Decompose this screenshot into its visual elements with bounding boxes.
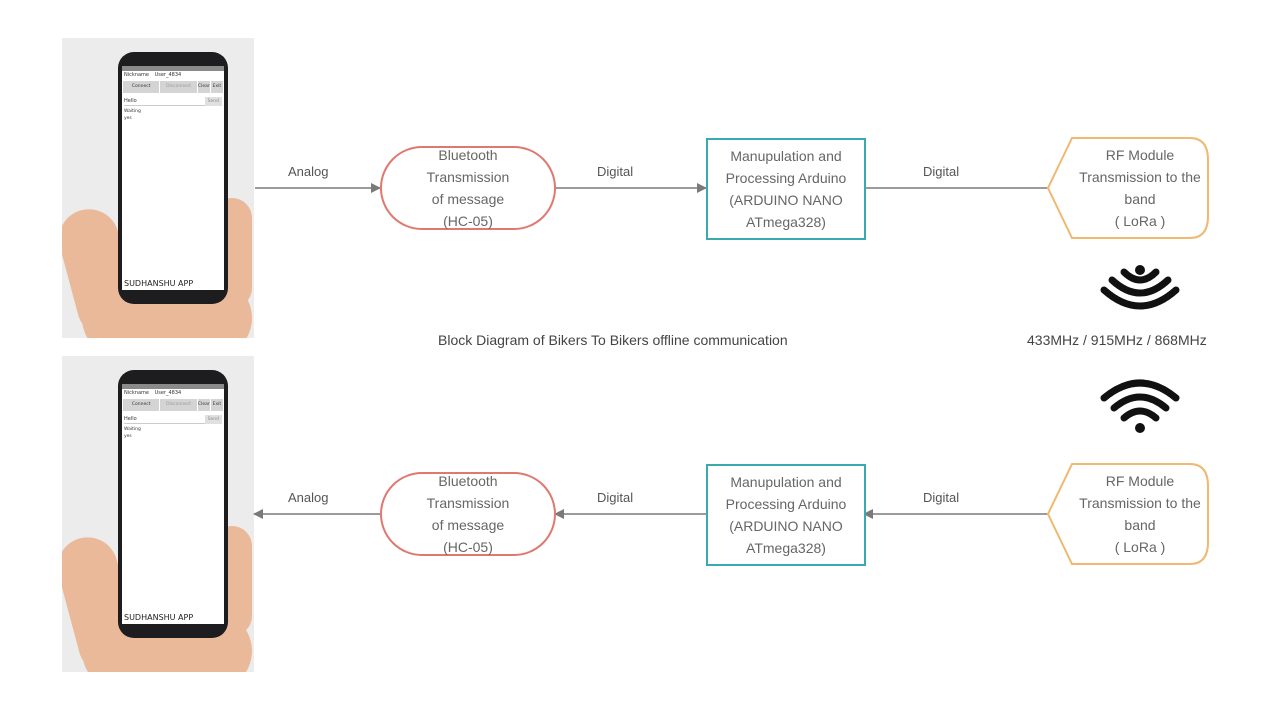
edge-label-digital-top-2: Digital [923,164,960,179]
arduino-node-top: Manupulation and Processing Arduino (ARD… [706,138,866,240]
nickname-row: Nickname User_4834 [122,71,224,79]
clear-button[interactable]: Clear [197,399,210,411]
bluetooth-node-label: Bluetooth Transmission of message (HC-05… [426,473,510,555]
signal-waves-icon [1100,265,1180,310]
button-row: Connect Disconnect Clear Exit [122,397,224,413]
status-bar [122,66,224,71]
edge-label-digital-bottom-1: Digital [597,490,634,505]
log-line: Waiting [124,427,141,432]
rf-module-node-top: RF Module Transmission to the band ( LoR… [1068,142,1212,234]
log-line: Waiting [124,109,141,114]
message-input[interactable]: Hello [124,416,205,424]
rf-module-shape-top [1046,137,1209,239]
app-name: SUDHANSHU APP [124,613,194,622]
rf-module-node-label: RF Module Transmission to the band ( LoR… [1079,473,1201,555]
arduino-node-bottom: Manupulation and Processing Arduino (ARD… [706,464,866,566]
diagram-title: Block Diagram of Bikers To Bikers offlin… [438,332,788,348]
exit-button[interactable]: Exit [210,399,223,411]
phone-photo-bottom: Nickname User_4834 Connect Disconnect Cl… [62,356,254,672]
nickname-label: Nickname [124,72,149,78]
edge-label-analog-bottom: Analog [288,490,329,505]
phone-screen: Nickname User_4834 Connect Disconnect Cl… [122,66,224,290]
clear-button[interactable]: Clear [197,81,210,93]
smartphone: Nickname User_4834 Connect Disconnect Cl… [118,370,228,638]
phone-photo-top: Nickname User_4834 Connect Disconnect Cl… [62,38,254,338]
bluetooth-node-label: Bluetooth Transmission of message (HC-05… [426,147,510,229]
bluetooth-node-bottom: Bluetooth Transmission of message (HC-05… [380,472,556,556]
send-button[interactable]: Send [204,97,222,106]
nickname-value[interactable]: User_4834 [154,390,182,396]
rf-module-node-label: RF Module Transmission to the band ( LoR… [1079,147,1201,229]
log-line: yes [124,116,132,121]
rf-module-node-bottom: RF Module Transmission to the band ( LoR… [1068,468,1212,560]
rf-module-shape-bottom [1046,463,1209,565]
connect-button[interactable]: Connect [123,81,160,93]
edge-label-digital-bottom-2: Digital [923,490,960,505]
log-line: yes [124,434,132,439]
wifi-icon [1100,379,1180,433]
app-name: SUDHANSHU APP [124,279,194,288]
status-bar [122,384,224,389]
button-row: Connect Disconnect Clear Exit [122,79,224,95]
message-row: Hello Send [122,95,224,108]
disconnect-button[interactable]: Disconnect [160,399,197,411]
edge-label-digital-top-1: Digital [597,164,634,179]
nickname-label: Nickname [124,390,149,396]
arduino-node-label: Manupulation and Processing Arduino (ARD… [725,474,847,556]
exit-button[interactable]: Exit [210,81,223,93]
bluetooth-node-top: Bluetooth Transmission of message (HC-05… [380,146,556,230]
nickname-row: Nickname User_4834 [122,389,224,397]
connect-button[interactable]: Connect [123,399,160,411]
disconnect-button[interactable]: Disconnect [160,81,197,93]
message-input[interactable]: Hello [124,98,205,106]
frequency-label: 433MHz / 915MHz / 868MHz [1027,332,1207,348]
send-button[interactable]: Send [204,415,222,424]
edge-label-analog-top: Analog [288,164,329,179]
nickname-value[interactable]: User_4834 [154,72,182,78]
arduino-node-label: Manupulation and Processing Arduino (ARD… [725,148,847,230]
phone-screen: Nickname User_4834 Connect Disconnect Cl… [122,384,224,624]
smartphone: Nickname User_4834 Connect Disconnect Cl… [118,52,228,304]
message-row: Hello Send [122,413,224,426]
